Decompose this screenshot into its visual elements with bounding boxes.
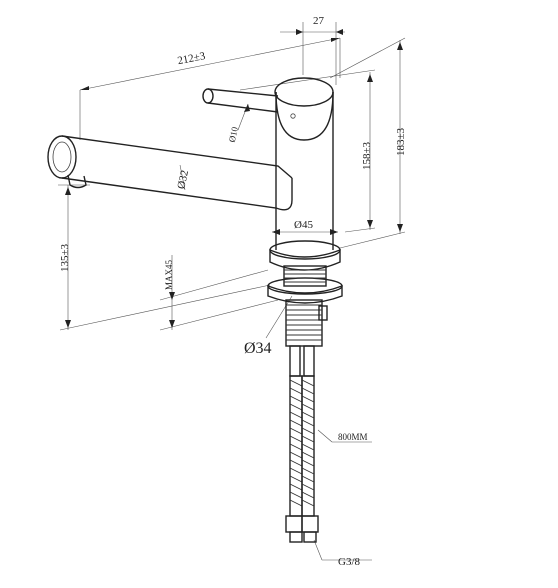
mounting-shank (267, 265, 343, 347)
label-spout-height: 135±3 (59, 243, 71, 272)
label-height-158: 158±3 (361, 141, 373, 170)
label-base-dia: Ø45 (294, 219, 313, 231)
label-max-deck: MAX45 (164, 259, 174, 290)
label-length-212: 212±3 (177, 50, 207, 67)
label-height-183: 183±3 (395, 127, 407, 156)
label-width-27: 27 (313, 15, 325, 27)
label-spout-dia: Ø32 (175, 169, 191, 190)
handle-lever (202, 88, 279, 113)
label-hose-length: 800MM (338, 432, 368, 442)
label-handle-dia: Ø10 (227, 125, 240, 143)
dimension-lines (58, 22, 406, 561)
supply-hoses (285, 345, 319, 543)
label-shank-dia: Ø34 (244, 340, 272, 357)
faucet-body (269, 77, 341, 271)
label-thread: G3/8 (338, 556, 361, 568)
dimension-labels: 27 212±3 Ø10 183±3 158±3 Ø32 Ø45 135±3 M… (59, 15, 407, 568)
spout (47, 135, 293, 211)
